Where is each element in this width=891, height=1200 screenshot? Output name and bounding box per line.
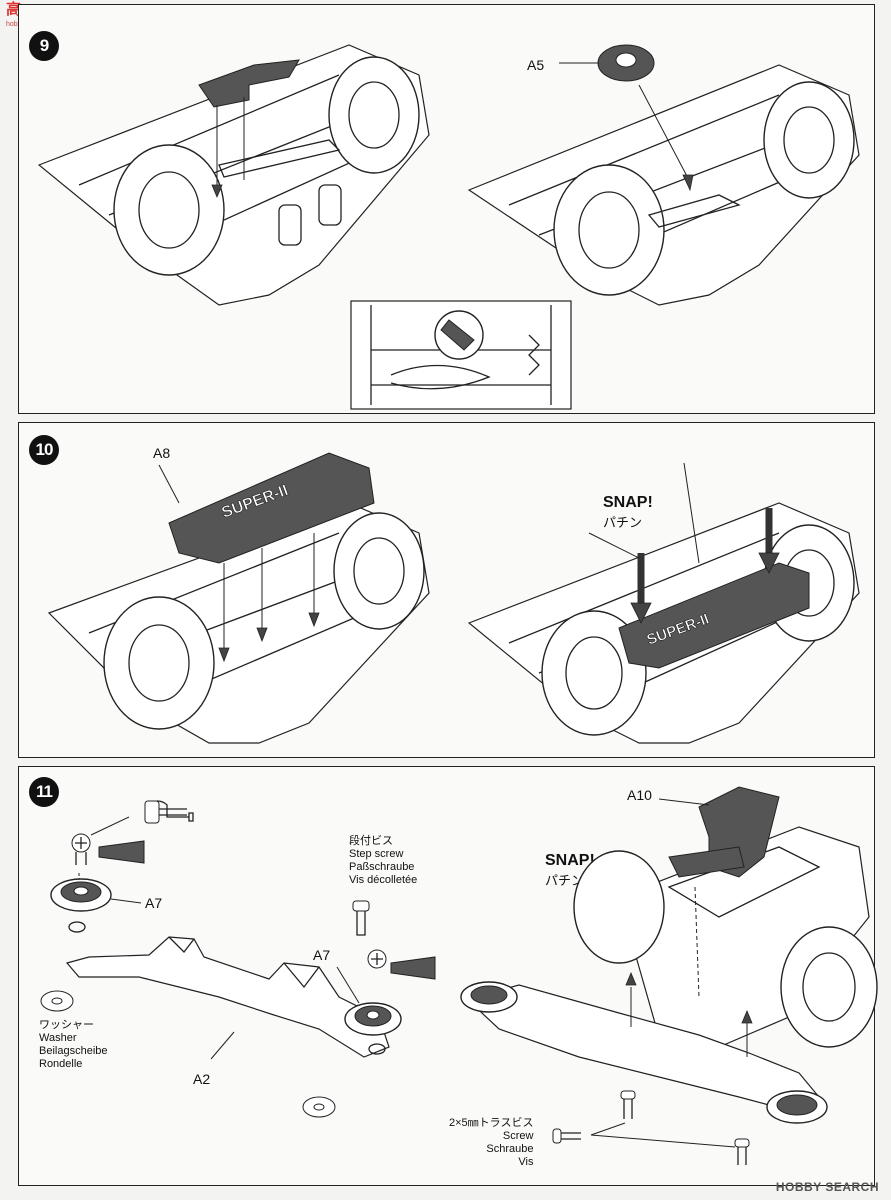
chassis-drawing-right [573, 826, 878, 1048]
chassis-drawing-right [467, 64, 860, 306]
part-a10-drawing [658, 786, 780, 998]
step-9-panel: 9 A5 [18, 4, 875, 414]
chassis-drawing-right: SUPER-II [467, 462, 860, 744]
chassis-drawing-left [37, 44, 430, 306]
part-a5-drawing [559, 44, 694, 192]
step-9-illustration [37, 44, 860, 410]
snap-callout-step-11: SNAP! パチン [545, 851, 595, 891]
screwdriver-right [367, 949, 436, 980]
part-label-a2: A2 [193, 1071, 211, 1087]
watermark-hobbysearch: HOBBY SEARCH [775, 1180, 879, 1194]
step-10-number: 10 [29, 435, 59, 465]
roller-a7-right [336, 966, 402, 1055]
step-screw-drawing-2 [352, 900, 370, 936]
step-screw-label: 段付ビス Step screw Paßschraube Vis décollet… [349, 835, 418, 886]
step-10-illustration: SUPER-II SUPER-II [47, 452, 860, 744]
part-clip-gray [198, 59, 300, 199]
part-label-a10: A10 [627, 787, 652, 803]
washer-drawing-2 [302, 1096, 336, 1118]
step-screw-drawing [144, 800, 194, 824]
part-label-a8: A8 [153, 445, 171, 461]
step-10-panel: 10 A8 SNAP! パチン SUPER-II [18, 422, 875, 758]
part-a2-frame [65, 936, 390, 1060]
step-9-inset [350, 300, 572, 410]
snap-text: SNAP! [545, 852, 595, 869]
roller-a7-left [50, 873, 142, 933]
washer-label: ワッシャー Washer Beilagscheibe Rondelle [39, 1019, 108, 1070]
snap-callout-step-10: SNAP! パチン [603, 493, 653, 533]
step-11-number: 11 [29, 777, 59, 807]
snap-text-jp: パチン [545, 873, 585, 888]
truss-screws-drawing [552, 1090, 750, 1165]
snap-text-jp: パチン [603, 515, 643, 530]
step-9-number: 9 [29, 31, 59, 61]
snap-text: SNAP! [603, 494, 653, 511]
part-label-a5: A5 [527, 57, 545, 73]
part-a2-frame-mounted [460, 971, 828, 1124]
washer-drawing [40, 990, 74, 1012]
part-label-a7-right: A7 [313, 947, 331, 963]
screwdriver-left [71, 816, 145, 865]
chassis-drawing-left [47, 502, 430, 744]
screw-label: 2×5㎜トラスビス Screw Schraube Vis [449, 1117, 534, 1168]
part-label-a7-left: A7 [145, 895, 163, 911]
step-11-panel: 11 A7 A7 A2 A10 ワッシャー Washer Beilagschei… [18, 766, 878, 1186]
step-11-illustration [40, 786, 878, 1165]
